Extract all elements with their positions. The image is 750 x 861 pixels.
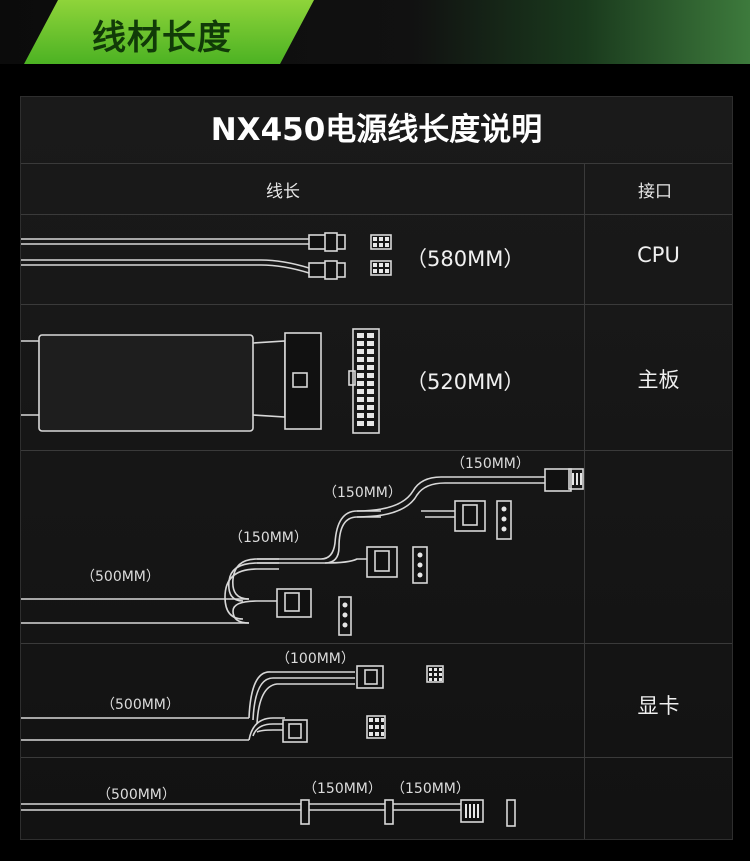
interface-motherboard: 主板 bbox=[637, 368, 680, 392]
peripheral-segment-2-length: （150MM） bbox=[323, 485, 402, 501]
peripheral-segment-3-length: （150MM） bbox=[451, 456, 530, 472]
motherboard-cable-length: （520MM） bbox=[406, 370, 525, 394]
cpu-cable-length: （580MM） bbox=[406, 247, 525, 271]
table-row-peripheral: （500MM） （150MM） （150MM） （150MM） bbox=[21, 450, 732, 644]
peripheral-segment-1-length: （150MM） bbox=[229, 530, 308, 546]
peripheral-cable-illustration bbox=[21, 468, 584, 636]
cpu-cable-illustration bbox=[21, 232, 392, 280]
header-interface: 接口 bbox=[638, 182, 672, 202]
table-row-sata: （500MM） （150MM） （150MM） bbox=[21, 757, 732, 840]
table-header-row: 线长 接口 bbox=[21, 163, 732, 215]
sata-cable-illustration bbox=[21, 799, 516, 827]
table-row-motherboard: （520MM） 主板 bbox=[21, 304, 732, 451]
table-title: NX450电源线长度说明 bbox=[210, 112, 543, 148]
interface-gpu: 显卡 bbox=[637, 694, 680, 718]
header-length: 线长 bbox=[266, 182, 300, 202]
sata-main-length: （500MM） bbox=[97, 787, 176, 803]
banner-tab bbox=[24, 0, 314, 64]
motherboard-cable-illustration bbox=[21, 328, 380, 434]
sata-segment-1-length: （150MM） bbox=[303, 781, 382, 797]
column-divider bbox=[584, 163, 585, 839]
cable-length-table: NX450电源线长度说明 线长 接口 bbox=[20, 96, 733, 840]
table-row-cpu: （580MM） CPU bbox=[21, 214, 732, 305]
interface-cpu: CPU bbox=[637, 243, 680, 267]
gpu-cable-illustration bbox=[21, 665, 444, 743]
sata-segment-2-length: （150MM） bbox=[391, 781, 470, 797]
gpu-main-length: （500MM） bbox=[101, 697, 180, 713]
gpu-split-length: （100MM） bbox=[276, 651, 355, 667]
header-banner: 线材长度 bbox=[0, 0, 750, 64]
table-row-gpu: （500MM） （100MM） 显卡 bbox=[21, 643, 732, 758]
peripheral-main-length: （500MM） bbox=[81, 569, 160, 585]
banner-title: 线材长度 bbox=[92, 18, 232, 58]
